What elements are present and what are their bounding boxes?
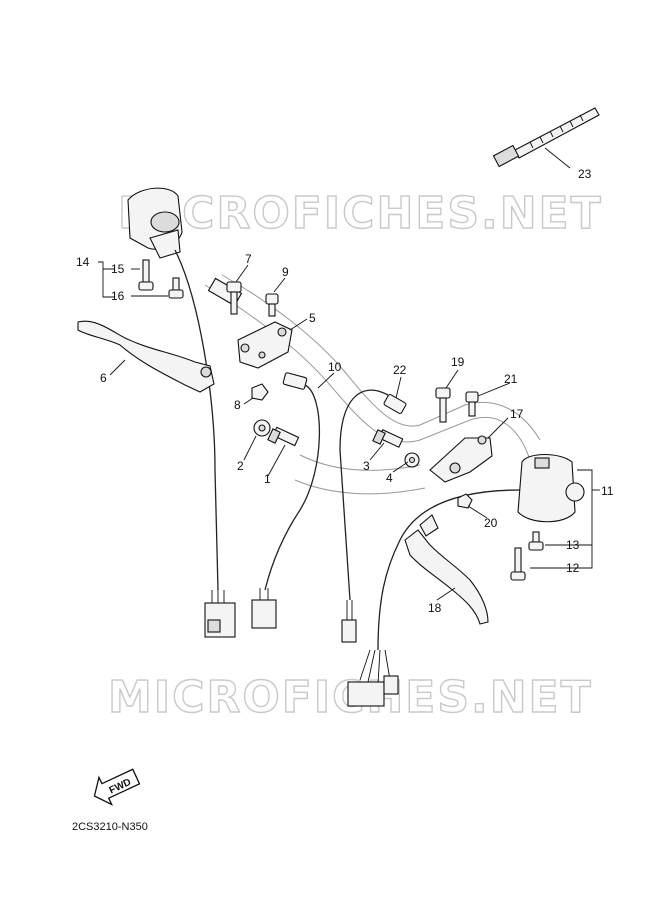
right-harness-connector-part [347, 649, 399, 707]
callout-4: 4 [386, 471, 393, 485]
brake-lever-part [404, 514, 489, 625]
clutch-connector-part [251, 588, 277, 629]
diagram-code: 2CS3210-N350 [72, 821, 148, 833]
nut-8-part [251, 383, 269, 401]
washer-4-part [404, 452, 420, 468]
watermark-top: MICROFICHES.NET [118, 188, 603, 239]
callout-7: 7 [245, 252, 252, 266]
callout-16: 16 [111, 289, 125, 303]
screw-16-part [168, 277, 184, 299]
clutch-lever-part [77, 320, 215, 393]
bolt-19-part [435, 387, 451, 423]
callout-14: 14 [76, 255, 90, 269]
callout-10: 10 [328, 360, 342, 374]
lever-holder-part [207, 277, 293, 369]
bolt-7-part [226, 281, 242, 315]
bolt-21-part [465, 391, 479, 417]
cable-tie-part [492, 107, 600, 168]
callout-9: 9 [282, 265, 289, 279]
front-brake-switch-part [383, 393, 407, 415]
callout-13: 13 [566, 538, 580, 552]
screw-12-part [510, 547, 526, 581]
fwd-arrow-icon: FWD [93, 768, 141, 806]
callout-12: 12 [566, 561, 580, 575]
callout-3: 3 [363, 459, 370, 473]
callout-17: 17 [510, 407, 524, 421]
callout-18: 18 [428, 601, 442, 615]
clutch-switch-wire [264, 384, 321, 591]
callout-1: 1 [264, 472, 271, 486]
bolt-3-part [372, 428, 404, 448]
callout-19: 19 [451, 355, 465, 369]
right-switch-wire [377, 489, 521, 651]
left-connector-part [204, 590, 236, 638]
callout-6: 6 [100, 371, 107, 385]
right-handlebar-switch-part [517, 453, 585, 523]
bolt-1-part [267, 426, 300, 447]
callout-15: 15 [111, 262, 125, 276]
callout-21: 21 [504, 372, 518, 386]
callout-5: 5 [309, 311, 316, 325]
callout-8: 8 [234, 398, 241, 412]
callout-22: 22 [393, 363, 407, 377]
left-switch-wire [174, 249, 219, 591]
screw-15-part [138, 259, 154, 291]
brake-lever-holder-part [429, 435, 493, 483]
left-handlebar-switch-part [127, 187, 183, 259]
washer-2-part [253, 419, 271, 437]
screw-13-part [528, 531, 544, 551]
callout-20: 20 [484, 516, 498, 530]
bolt-9-part [265, 293, 279, 317]
brake-switch-wire [339, 389, 389, 601]
handlebar-outline [204, 274, 541, 495]
brake-switch-connector-part [341, 600, 357, 643]
callout-23: 23 [578, 167, 592, 181]
callout-11: 11 [601, 484, 614, 498]
nut-20-part [457, 493, 473, 509]
clutch-switch-part [282, 372, 308, 390]
callout-2: 2 [237, 459, 244, 473]
leader-lines [98, 147, 600, 601]
